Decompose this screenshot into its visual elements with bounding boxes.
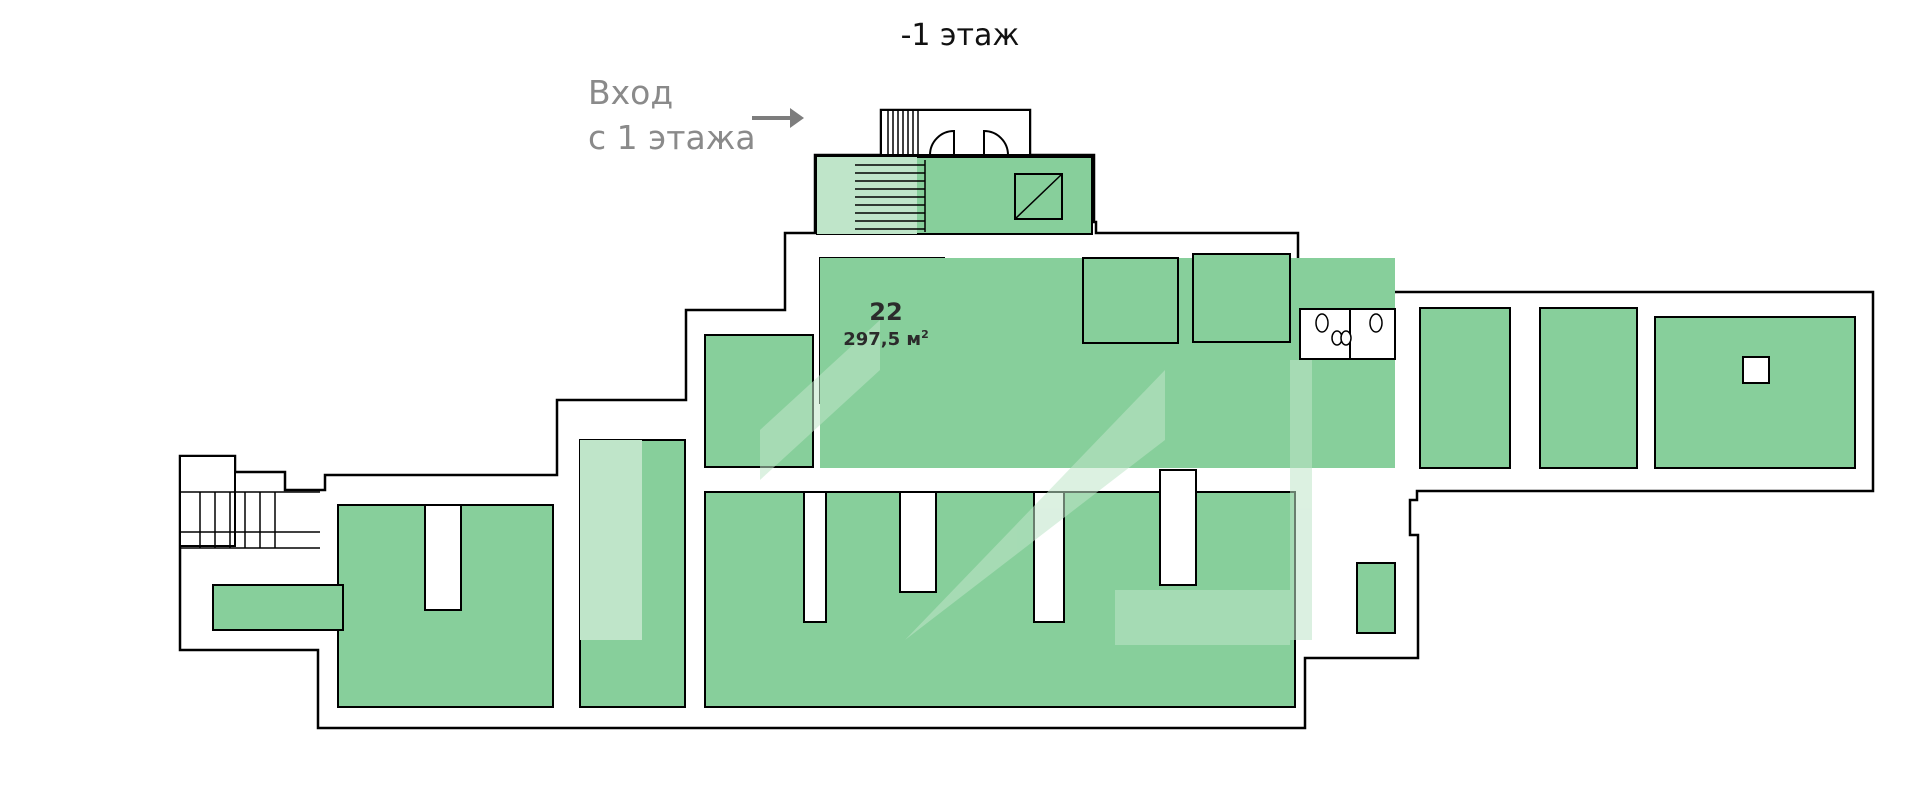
entrance-canopy	[880, 109, 1031, 156]
arrow-right-icon	[752, 108, 804, 128]
room-lower-east	[1356, 562, 1396, 634]
entrance-label-line2: с 1 этажа	[588, 118, 756, 157]
elevator	[1014, 173, 1063, 220]
corridor-highlight	[580, 440, 642, 640]
hall-lower-west-ext	[212, 584, 344, 631]
unit-label[interactable]: 22 297,5 м2	[826, 298, 946, 350]
floor-title: -1 этаж	[900, 18, 1020, 53]
west-stair-box	[179, 455, 236, 547]
room-upper-1	[1082, 257, 1179, 344]
room-east-2	[1539, 307, 1638, 469]
elevator-diagonal	[1014, 173, 1063, 220]
unit-area-value: 297,5 м	[843, 329, 922, 350]
unit-number: 22	[869, 298, 903, 326]
west-stairs	[180, 491, 320, 549]
room-east-3	[1654, 316, 1856, 469]
entrance-label-line1: Вход	[588, 73, 674, 112]
toilet-icons	[1315, 313, 1383, 346]
lower-hall-columns	[424, 469, 1197, 623]
unit-area: 297,5 м2	[826, 328, 946, 350]
entrance-door	[929, 129, 1009, 156]
unit-area-superscript: 2	[921, 328, 929, 341]
east-column	[1742, 356, 1770, 384]
room-east-1	[1419, 307, 1511, 469]
highlight-stripes	[760, 320, 1312, 645]
entrance-label: Вход с 1 этажа	[588, 70, 756, 160]
room-upper-2	[1192, 253, 1291, 343]
vestibule-stairs	[855, 160, 926, 232]
entrance-steps	[887, 110, 919, 155]
vestibule-highlight	[817, 157, 917, 234]
